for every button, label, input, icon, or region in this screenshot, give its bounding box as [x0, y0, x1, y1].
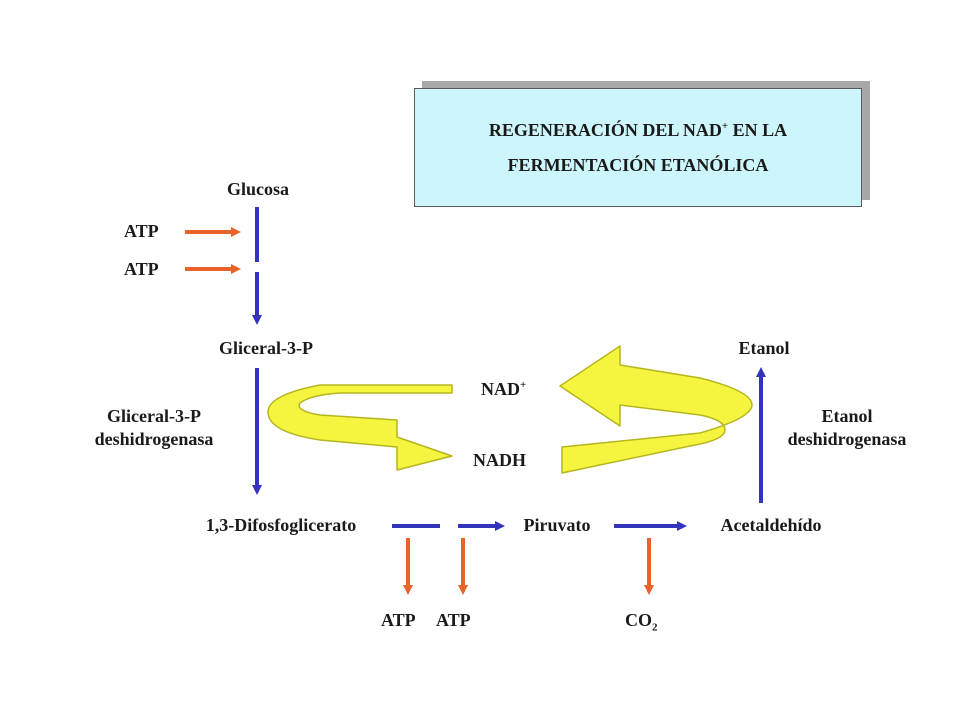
title-line-1-text: REGENERACIÓN DEL NAD: [488, 120, 722, 141]
label-nad-plus: NAD+: [481, 378, 526, 401]
nadh-to-nad-arrow: [559, 345, 753, 474]
enzyme-1-line-1: Gliceral-3-P: [107, 406, 201, 426]
nad-superscript: +: [520, 379, 527, 391]
atp-input-1: ATP: [124, 221, 159, 241]
node-etanol: Etanol: [738, 338, 790, 358]
enzyme-2-line-1: Etanol: [821, 406, 873, 426]
title-box: REGENERACIÓN DEL NAD+ EN LA FERMENTACIÓN…: [414, 88, 862, 207]
node-gliceral-3-p: Gliceral-3-P: [219, 338, 313, 358]
node-acetaldehido: Acetaldehído: [720, 515, 822, 535]
enzyme-1-line-2: deshidrogenasa: [94, 428, 214, 449]
title-line-1-end: EN LA: [728, 120, 788, 141]
node-glucosa: Glucosa: [226, 179, 290, 199]
co2-subscript: 2: [652, 621, 658, 634]
co2-text: CO: [625, 610, 652, 630]
enzyme-2-line-2: deshidrogenasa: [787, 428, 907, 449]
title-superscript: +: [721, 120, 729, 133]
atp-output-1: ATP: [381, 610, 416, 630]
nad-cycle-arrows: [267, 345, 753, 474]
atp-output-2: ATP: [436, 610, 471, 630]
label-nadh: NADH: [473, 450, 526, 470]
enzyme-etanol-deshidrogenasa: Etanol deshidrogenasa: [788, 405, 907, 450]
atp-input-2: ATP: [124, 259, 159, 279]
node-piruvato: Piruvato: [523, 515, 591, 535]
title-line-2: FERMENTACIÓN ETANÓLICA: [507, 154, 769, 175]
co2-output: CO2: [625, 609, 658, 634]
nad-to-nadh-arrow: [267, 384, 453, 471]
title-line-1: REGENERACIÓN DEL NAD+ EN LA: [489, 113, 787, 147]
nad-text: NAD: [481, 379, 520, 399]
node-1-3-difosfoglicerato: 1,3-Difosfoglicerato: [205, 515, 357, 535]
enzyme-gliceral-3-p-deshidrogenasa: Gliceral-3-P deshidrogenasa: [95, 405, 214, 450]
